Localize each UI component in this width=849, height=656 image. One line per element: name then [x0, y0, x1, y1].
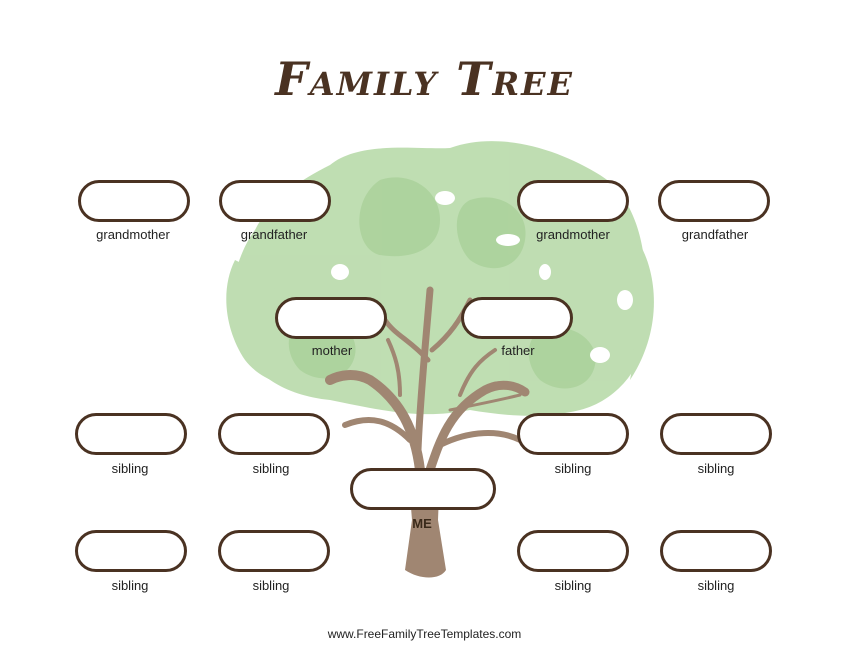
sibling-box[interactable] — [517, 530, 629, 572]
mother-box[interactable] — [275, 297, 387, 339]
sibling-box[interactable] — [660, 413, 772, 455]
sibling-box[interactable] — [218, 530, 330, 572]
sibling-box[interactable] — [75, 530, 187, 572]
grandfather-label: grandfather — [681, 227, 749, 242]
father-box[interactable] — [461, 297, 573, 339]
grandmother-label: grandmother — [536, 227, 610, 242]
grandfather-box[interactable] — [219, 180, 331, 222]
sibling-box[interactable] — [218, 413, 330, 455]
me-box[interactable] — [350, 468, 496, 510]
grandmother-box[interactable] — [78, 180, 190, 222]
sibling-box[interactable] — [75, 413, 187, 455]
grandfather-label: grandfather — [240, 227, 308, 242]
mother-label: mother — [311, 343, 353, 358]
sibling-box[interactable] — [660, 530, 772, 572]
grandfather-box[interactable] — [658, 180, 770, 222]
grandmother-box[interactable] — [517, 180, 629, 222]
sibling-label: sibling — [111, 578, 149, 593]
father-label: father — [501, 343, 535, 358]
sibling-label: sibling — [111, 461, 149, 476]
sibling-label: sibling — [697, 578, 735, 593]
grandmother-label: grandmother — [96, 227, 170, 242]
sibling-label: sibling — [554, 578, 592, 593]
page-title: Family Tree — [275, 52, 574, 106]
me-label: ME — [412, 516, 432, 531]
sibling-label: sibling — [697, 461, 735, 476]
sibling-label: sibling — [252, 461, 290, 476]
sibling-label: sibling — [554, 461, 592, 476]
sibling-box[interactable] — [517, 413, 629, 455]
footer-url: www.FreeFamilyTreeTemplates.com — [327, 627, 522, 641]
sibling-label: sibling — [252, 578, 290, 593]
